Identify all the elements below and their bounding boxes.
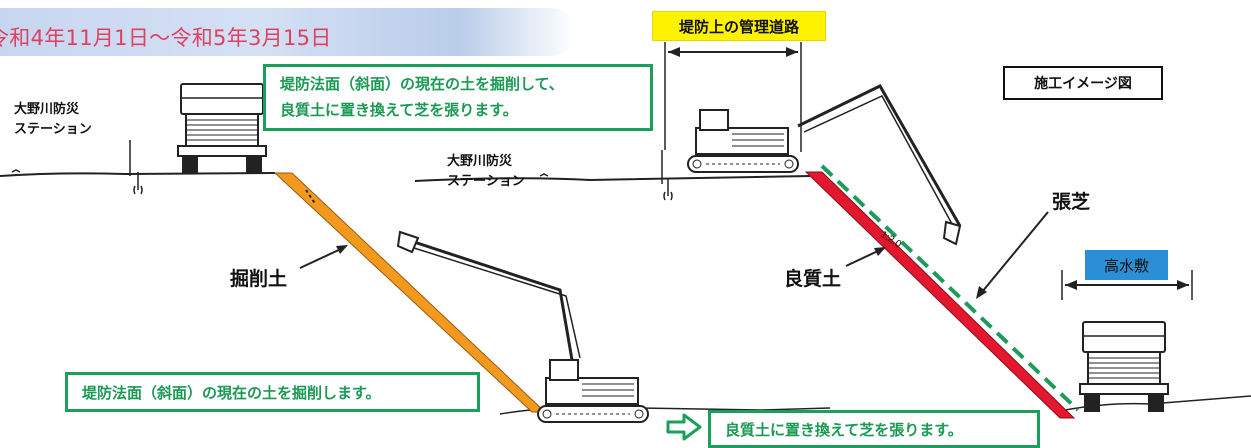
excavated-soil-label: 掘削土 (230, 268, 288, 290)
good-soil-pointer (845, 249, 881, 267)
image-caption-box: 施工イメージ図 (1003, 66, 1163, 100)
caption-line: 堤防法面（斜面）の現在の土を掘削して、 (280, 75, 564, 93)
date-banner: 令和4年11月1日～令和5年3月15日 (0, 8, 575, 56)
truck-icon (177, 83, 267, 175)
good-soil-slope (804, 171, 1076, 419)
fence-post-icon (663, 177, 673, 201)
excavated-soil-pointer (299, 247, 344, 269)
station-label-line: ステーション (447, 174, 525, 189)
good-soil-label: 良質土 (784, 268, 842, 290)
station-label-line: ステーション (14, 122, 92, 137)
station-label-right: 大野川防災 ステーション (447, 152, 525, 192)
caption-line: 良質土に置き換えて芝を張ります。 (280, 101, 518, 119)
fence-post-icon (133, 171, 143, 195)
ground-line-middle (414, 175, 811, 182)
caption-box-bottom-right: 良質土に置き換えて芝を張ります。 (708, 410, 1040, 448)
high-water-channel-tag: 高水敷 (1085, 250, 1168, 280)
caption-box-bottom-left: 堤防法面（斜面）の現在の土を掘削します。 (65, 372, 480, 412)
station-label-line: 大野川防災 (14, 102, 80, 117)
station-label-line: 大野川防災 (447, 154, 513, 169)
turf-label: 張芝 (1052, 191, 1091, 213)
excavator-icon (537, 359, 649, 423)
right-arrow-icon (666, 413, 702, 441)
high-water-dimension (1061, 270, 1193, 300)
dike-road-dimension (664, 42, 802, 152)
turf-line (820, 164, 1080, 412)
ground-line-left (0, 172, 276, 177)
excavator-icon (687, 109, 799, 173)
truck-icon (1079, 321, 1169, 413)
caption-box-top: 堤防法面（斜面）の現在の土を掘削して、 良質土に置き換えて芝を張ります。 (263, 64, 653, 131)
station-label-left: 大野川防災 ステーション (14, 100, 92, 140)
dike-road-tag: 堤防上の管理道路 (652, 11, 826, 41)
caption-line: 良質土に置き換えて芝を張ります。 (725, 421, 963, 439)
date-range-text: 令和4年11月1日～令和5年3月15日 (0, 26, 332, 50)
caption-line: 堤防法面（斜面）の現在の土を掘削します。 (82, 384, 381, 402)
turf-pointer (981, 211, 1049, 293)
